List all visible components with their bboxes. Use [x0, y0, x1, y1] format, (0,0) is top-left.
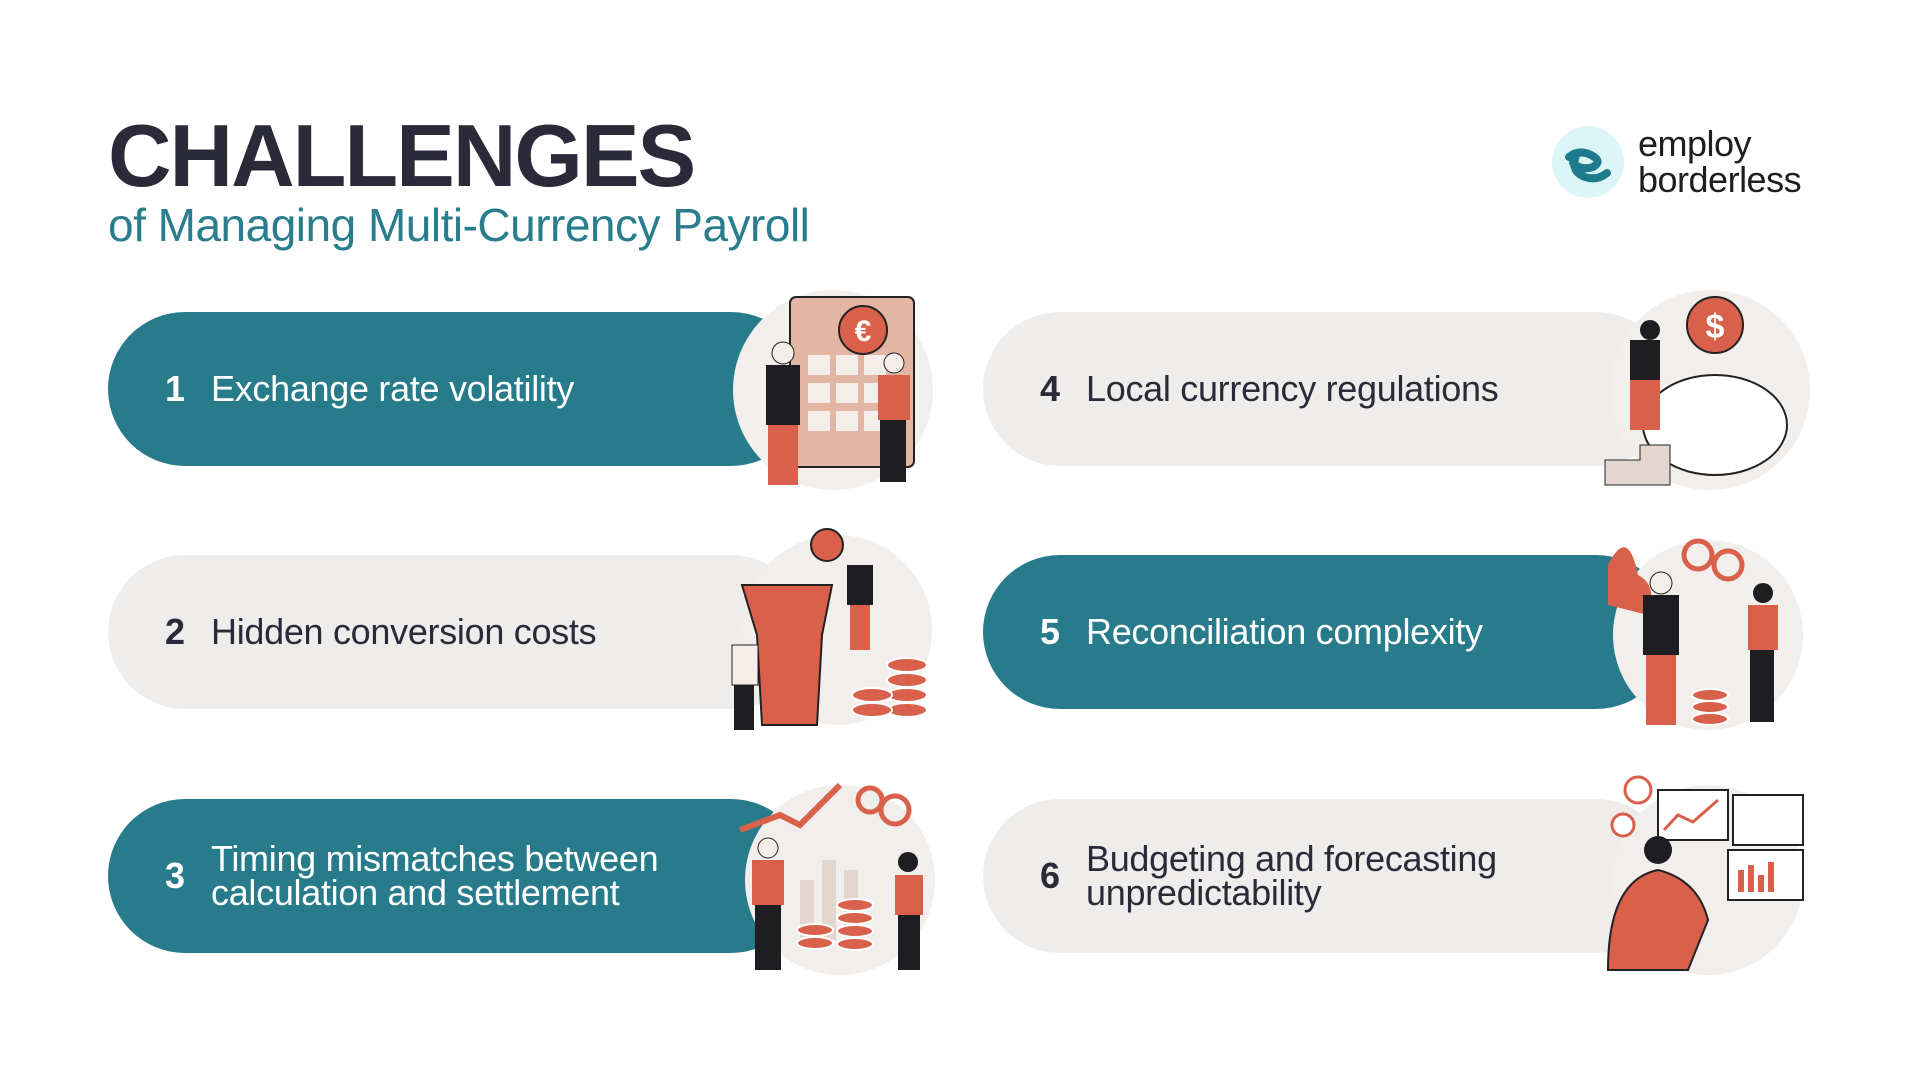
challenge-card-6: 6 Budgeting and forecasting unpredictabi…	[983, 799, 1673, 953]
page-subtitle: of Managing Multi-Currency Payroll	[108, 199, 810, 251]
handshake-coins-illustration	[1608, 538, 1803, 730]
challenge-card-4: 4 Local currency regulations	[983, 312, 1673, 466]
coins-funnel-illustration	[731, 528, 932, 730]
challenge-card-1: 1 Exchange rate volatility	[108, 312, 808, 466]
challenge-number: 1	[165, 368, 186, 409]
challenge-number: 2	[165, 611, 186, 652]
challenge-label: Local currency regulations	[1086, 368, 1499, 409]
challenge-card-5: 5 Reconciliation complexity	[983, 555, 1673, 709]
challenge-card-3: 3 Timing mismatches between calculation …	[108, 799, 808, 953]
page-title: CHALLENGES	[108, 106, 696, 205]
challenge-number: 4	[1040, 368, 1061, 409]
challenge-label: Exchange rate volatility	[211, 368, 574, 409]
svg-text:$: $	[1706, 308, 1725, 346]
dashboard-analyst-illustration	[1606, 775, 1804, 975]
challenge-card-2: 2 Hidden conversion costs	[108, 555, 808, 709]
challenge-number: 6	[1040, 855, 1061, 896]
challenge-label: Timing mismatches between calculation an…	[211, 838, 659, 913]
calculator-euro-illustration: €	[733, 290, 933, 490]
logo-text-line1: employ	[1638, 123, 1752, 164]
svg-text:€: €	[855, 315, 872, 348]
challenge-label: Hidden conversion costs	[211, 611, 597, 652]
growth-chart-coins-illustration	[738, 782, 935, 975]
piggy-bank-illustration: $	[1604, 290, 1810, 490]
logo-text-line2: borderless	[1638, 159, 1802, 200]
brand-logo: employ borderless	[1552, 123, 1802, 200]
challenge-label: Budgeting and forecasting unpredictabili…	[1086, 838, 1497, 913]
challenge-label: Reconciliation complexity	[1086, 611, 1483, 652]
logo-e-icon	[1552, 126, 1624, 198]
challenge-number: 5	[1040, 611, 1061, 652]
challenge-number: 3	[165, 855, 186, 896]
